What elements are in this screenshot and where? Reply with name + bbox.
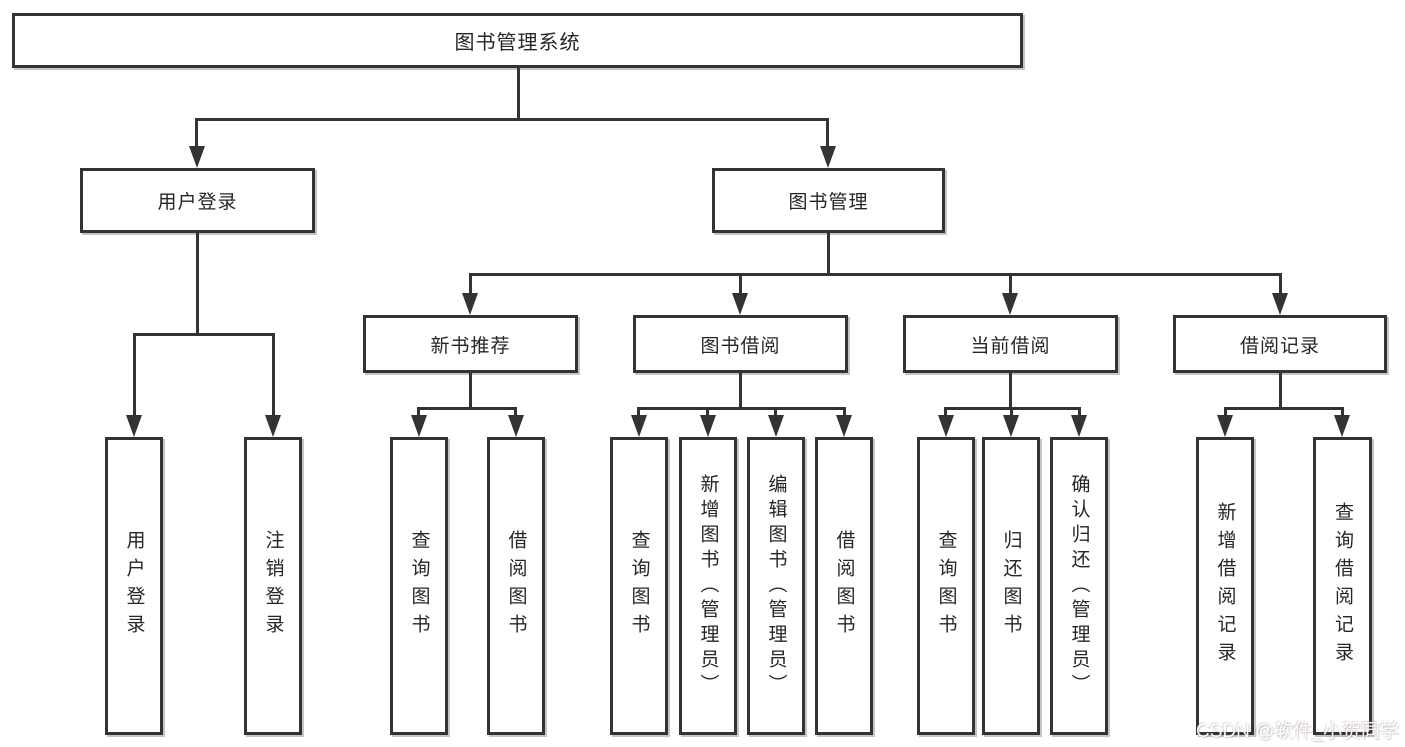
leaf-newbook-query: 查询图书 xyxy=(390,437,448,735)
leaf-user-login: 用户登录 xyxy=(105,437,163,735)
node-current-borrow: 当前借阅 xyxy=(903,315,1118,373)
connector-line xyxy=(195,118,829,121)
leaf-logout: 注销登录 xyxy=(244,437,302,735)
connector-line xyxy=(739,373,742,409)
arrowhead xyxy=(938,415,954,437)
arrowhead xyxy=(126,415,142,437)
connector-line xyxy=(133,333,136,417)
connector-line xyxy=(1010,407,1013,418)
connector-line xyxy=(133,333,275,336)
connector-line xyxy=(637,407,640,418)
connector-line xyxy=(826,118,829,148)
connector-line xyxy=(1009,273,1012,295)
arrowhead xyxy=(1334,415,1350,437)
arrowhead xyxy=(462,293,478,315)
leaf-current-return: 归还图书 xyxy=(982,437,1040,735)
connector-line xyxy=(469,273,472,295)
leaf-newbook-borrow: 借阅图书 xyxy=(487,437,545,735)
leaf-borrow-edit-admin-label: 编辑图书（管理员） xyxy=(765,473,787,699)
node-book-borrow-label: 图书借阅 xyxy=(700,335,781,357)
node-new-book-recommend: 新书推荐 xyxy=(363,315,578,373)
connector-line xyxy=(517,68,520,121)
connector-line xyxy=(774,407,777,418)
connector-line xyxy=(843,407,846,418)
connector-line xyxy=(706,407,709,418)
leaf-newbook-query-label: 查询图书 xyxy=(408,530,430,642)
connector-line xyxy=(469,373,472,409)
arrowhead xyxy=(1272,293,1288,315)
node-borrow-records-label: 借阅记录 xyxy=(1239,335,1320,357)
leaf-records-query-label: 查询借阅记录 xyxy=(1332,502,1353,670)
node-user-login-label: 用户登录 xyxy=(157,192,238,213)
connector-line xyxy=(195,118,198,148)
node-root-label: 图书管理系统 xyxy=(454,32,581,54)
connector-line xyxy=(1279,273,1282,295)
connector-line xyxy=(827,233,830,276)
connector-line xyxy=(514,407,517,418)
arrowhead xyxy=(732,293,748,315)
leaf-borrow-add-admin: 新增图书（管理员） xyxy=(679,437,737,735)
leaf-borrow-borrow-label: 借阅图书 xyxy=(833,530,855,642)
leaf-records-query: 查询借阅记录 xyxy=(1313,437,1372,735)
arrowhead xyxy=(411,415,427,437)
leaf-borrow-borrow: 借阅图书 xyxy=(815,437,873,735)
connector-line xyxy=(272,333,275,417)
connector-line xyxy=(637,407,846,410)
connector-line xyxy=(1224,407,1227,418)
leaf-current-query-label: 查询图书 xyxy=(935,530,957,642)
arrowhead xyxy=(1003,415,1019,437)
node-book-borrow: 图书借阅 xyxy=(633,315,848,373)
arrowhead xyxy=(189,146,205,168)
arrowhead xyxy=(836,415,852,437)
leaf-records-add-label: 新增借阅记录 xyxy=(1214,502,1236,670)
arrowhead xyxy=(820,146,836,168)
leaf-current-confirm-admin: 确认归还（管理员） xyxy=(1050,437,1108,735)
leaf-borrow-query: 查询图书 xyxy=(610,437,668,735)
connector-line xyxy=(1078,407,1081,418)
connector-line xyxy=(1009,373,1012,409)
leaf-current-confirm-admin-label: 确认归还（管理员） xyxy=(1068,473,1090,699)
leaf-user-login-label: 用户登录 xyxy=(123,530,145,642)
connector-line xyxy=(739,273,742,295)
leaf-borrow-query-label: 查询图书 xyxy=(628,530,650,642)
arrowhead xyxy=(1002,293,1018,315)
arrowhead xyxy=(768,415,784,437)
arrowhead xyxy=(265,415,281,437)
node-user-login: 用户登录 xyxy=(80,168,315,233)
connector-line xyxy=(417,407,420,418)
connector-line xyxy=(417,407,517,410)
node-root: 图书管理系统 xyxy=(12,13,1023,68)
leaf-records-add: 新增借阅记录 xyxy=(1196,437,1254,735)
node-book-management-label: 图书管理 xyxy=(788,192,869,213)
node-new-book-recommend-label: 新书推荐 xyxy=(430,335,511,357)
node-borrow-records: 借阅记录 xyxy=(1173,315,1387,373)
node-book-management: 图书管理 xyxy=(712,168,945,233)
arrowhead xyxy=(700,415,716,437)
leaf-newbook-borrow-label: 借阅图书 xyxy=(505,530,527,642)
leaf-current-return-label: 归还图书 xyxy=(1000,530,1022,642)
connector-line xyxy=(1341,407,1344,418)
leaf-borrow-add-admin-label: 新增图书（管理员） xyxy=(697,473,719,699)
connector-line xyxy=(469,273,1282,276)
connector-line xyxy=(196,233,199,336)
connector-line xyxy=(1279,373,1282,409)
arrowhead xyxy=(1217,415,1233,437)
connector-line xyxy=(944,407,947,418)
leaf-borrow-edit-admin: 编辑图书（管理员） xyxy=(747,437,805,735)
leaf-logout-label: 注销登录 xyxy=(262,530,284,642)
arrowhead xyxy=(631,415,647,437)
leaf-current-query: 查询图书 xyxy=(917,437,975,735)
arrowhead xyxy=(508,415,524,437)
node-current-borrow-label: 当前借阅 xyxy=(970,335,1051,357)
connector-line xyxy=(1224,407,1344,410)
arrowhead xyxy=(1071,415,1087,437)
